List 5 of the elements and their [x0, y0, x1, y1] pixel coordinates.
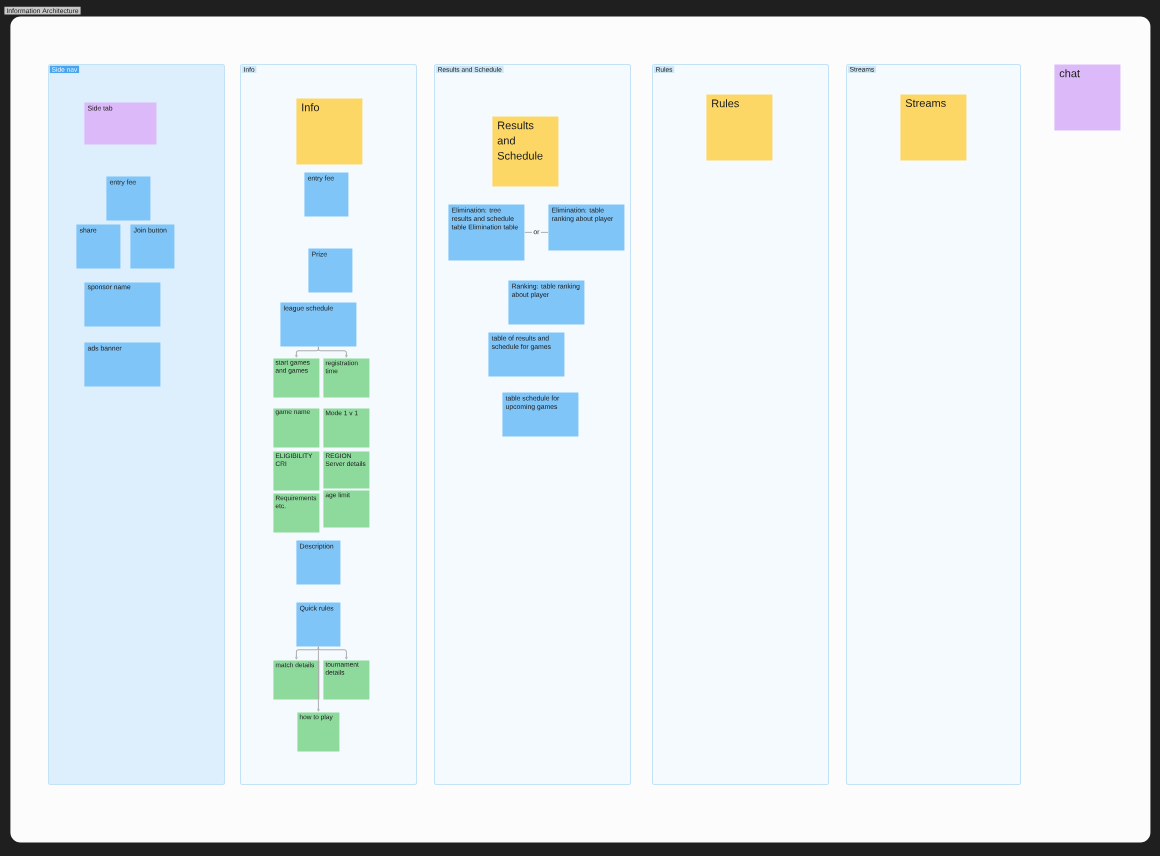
connector: [295, 346, 319, 358]
connector: [317, 646, 348, 660]
connector: [317, 646, 320, 712]
connector: [317, 346, 348, 358]
connector: [295, 646, 319, 660]
